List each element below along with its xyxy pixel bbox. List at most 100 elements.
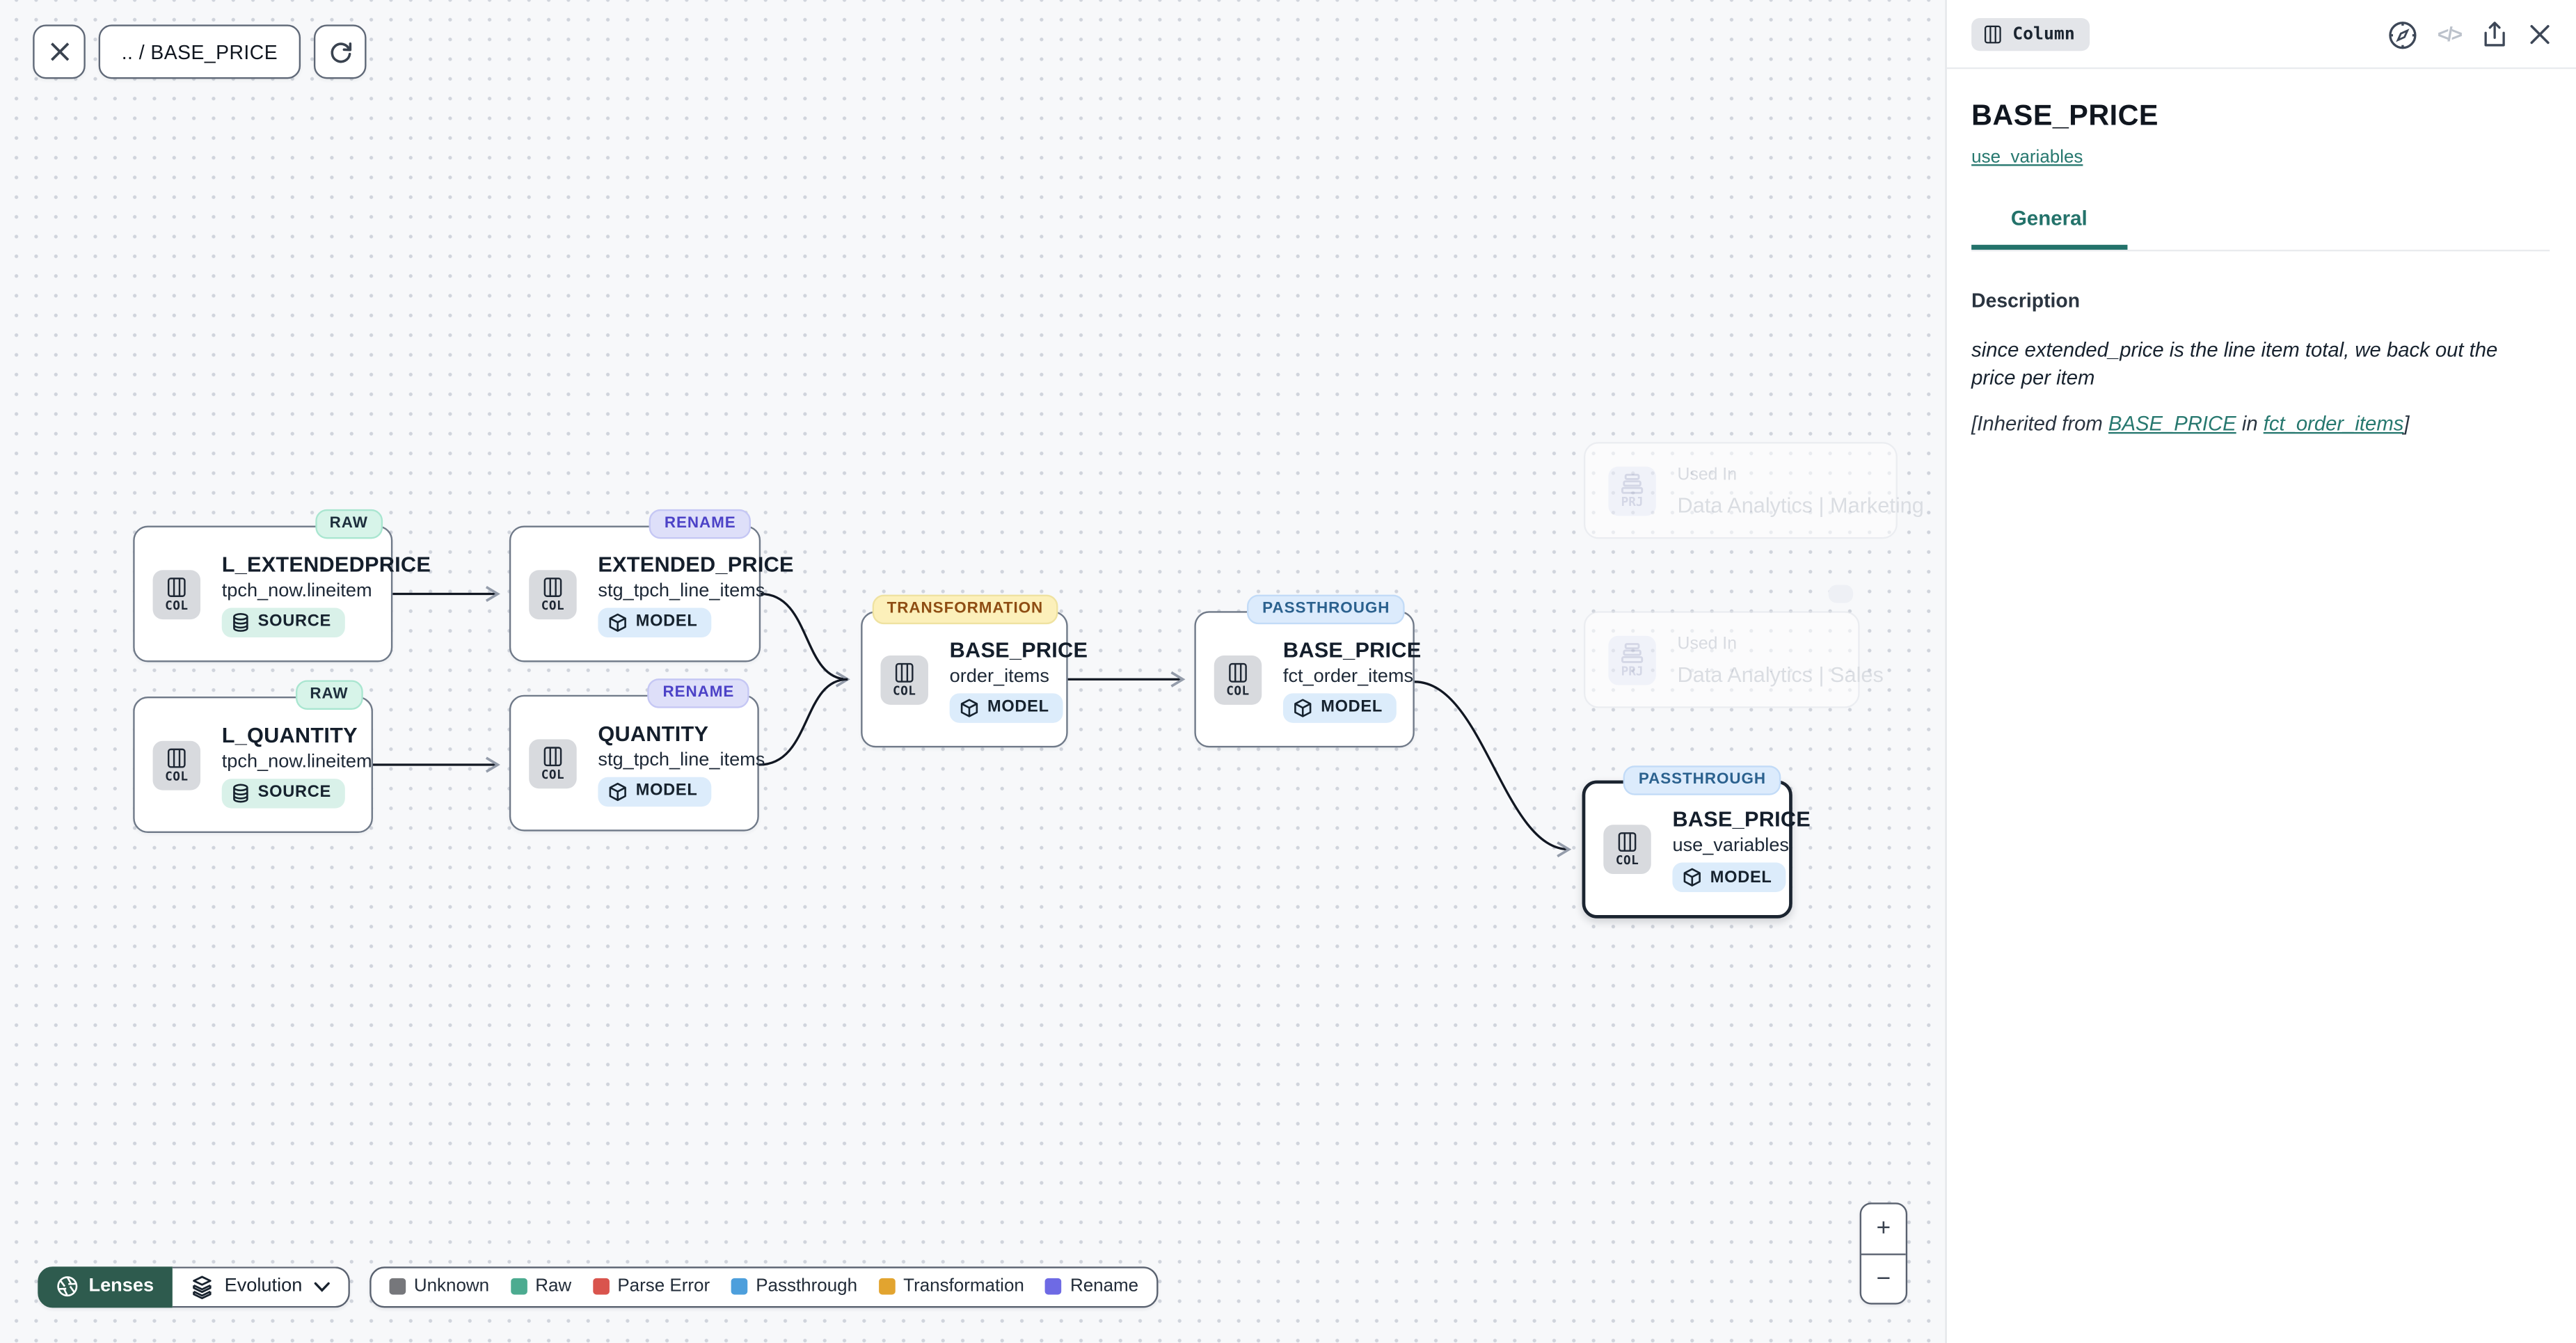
kind-label: MODEL	[1321, 698, 1383, 717]
description-label: Description	[1971, 289, 2081, 312]
node-l-extendedprice[interactable]: RAW COL L_EXTENDEDPRICE tpch_now.lineite…	[133, 509, 431, 662]
model-link[interactable]: use_variables	[1971, 148, 2083, 168]
legend-swatch	[731, 1278, 748, 1295]
description-text: since extended_price is the line item to…	[1971, 338, 2498, 390]
refresh-button[interactable]	[314, 24, 367, 79]
column-type-icon: COL	[152, 569, 201, 619]
lens-tag: RENAME	[649, 509, 751, 539]
kind-badge: MODEL	[598, 776, 711, 806]
lens-dropdown[interactable]: Evolution	[172, 1266, 350, 1308]
legend-item: Raw	[510, 1276, 572, 1296]
legend-label: Passthrough	[756, 1276, 858, 1296]
column-badge-label: COL	[1226, 682, 1250, 698]
column-badge-label: COL	[165, 768, 189, 784]
code-icon: </>	[2437, 23, 2463, 47]
node-base-price-use-variables[interactable]: PASSTHROUGH COL BASE_PRICE use_variables…	[1582, 765, 1811, 919]
legend-swatch	[1045, 1278, 1063, 1295]
node-l-quantity[interactable]: RAW COL L_QUANTITY tpch_now.lineitem SOU…	[133, 680, 373, 834]
legend-item: Rename	[1045, 1276, 1139, 1296]
used-in-label: Used In	[1677, 463, 1737, 484]
node-title: BASE_PRICE	[1282, 636, 1422, 662]
share-icon	[2484, 22, 2505, 47]
lens-tag: PASSTHROUGH	[1247, 594, 1405, 625]
kind-badge: MODEL	[598, 607, 711, 637]
kind-label: MODEL	[635, 781, 698, 800]
project-badge-label: PRJ	[1621, 662, 1644, 678]
lens-tag: RENAME	[648, 678, 749, 708]
legend-swatch	[592, 1278, 610, 1295]
lens-controls: Lenses Evolution Unknown Raw Parse Error…	[38, 1266, 1159, 1308]
lens-tag: PASSTHROUGH	[1623, 765, 1781, 795]
legend-label: Rename	[1070, 1276, 1139, 1296]
close-icon	[2530, 25, 2550, 45]
column-type-icon: COL	[1214, 654, 1262, 704]
project-icon: PRJ	[1608, 466, 1656, 516]
zoom-out-button[interactable]: −	[1861, 1253, 1906, 1302]
kind-badge: MODEL	[949, 692, 1063, 722]
share-button[interactable]	[2481, 19, 2509, 49]
zoom-in-button[interactable]: +	[1876, 1214, 1891, 1242]
lens-selected-label: Evolution	[224, 1276, 303, 1296]
node-subtitle: use_variables	[1672, 836, 1790, 857]
node-title: EXTENDED_PRICE	[598, 551, 794, 576]
used-in-label: Used In	[1677, 633, 1737, 653]
kind-badge: MODEL	[1672, 862, 1786, 893]
node-extended-price[interactable]: RENAME COL EXTENDED_PRICE stg_tpch_line_…	[509, 509, 793, 662]
node-subtitle: fct_order_items	[1282, 666, 1414, 686]
lenses-button[interactable]: Lenses	[38, 1266, 173, 1308]
lineage-edges	[372, 586, 1572, 858]
legend-swatch	[389, 1278, 406, 1295]
legend-item: Unknown	[389, 1276, 489, 1296]
lens-tag: TRANSFORMATION	[872, 594, 1058, 625]
details-panel: Column </> BASE_PRICE use_variables Gene	[1945, 0, 2576, 1343]
legend-label: Raw	[535, 1276, 572, 1296]
close-lineage-button[interactable]	[33, 24, 86, 79]
node-subtitle: tpch_now.lineitem	[221, 580, 372, 601]
node-base-price-order-items[interactable]: TRANSFORMATION COL BASE_PRICE order_item…	[861, 594, 1088, 748]
column-type-icon: COL	[529, 738, 577, 788]
lenses-label: Lenses	[88, 1276, 154, 1296]
explore-lineage-button[interactable]	[2387, 19, 2418, 50]
inherited-column-link[interactable]: BASE_PRICE	[2108, 413, 2236, 436]
node-base-price-fct-order-items[interactable]: PASSTHROUGH COL BASE_PRICE fct_order_ite…	[1194, 594, 1421, 748]
close-panel-button[interactable]	[2529, 23, 2552, 46]
used-in-node-sales[interactable]: PRJ Used In Data Analytics | Sales	[1583, 611, 1884, 708]
kind-badge: SOURCE	[221, 777, 344, 808]
columns-icon	[1985, 25, 2001, 44]
legend-label: Transformation	[903, 1276, 1024, 1296]
edge	[1414, 681, 1572, 858]
model-cube-icon	[1294, 698, 1312, 717]
breadcrumb[interactable]: .. / BASE_PRICE	[98, 24, 301, 79]
panel-title: BASE_PRICE	[1971, 98, 2158, 132]
legend-item: Passthrough	[731, 1276, 857, 1296]
legend-item: Transformation	[878, 1276, 1024, 1296]
column-badge-label: COL	[1615, 852, 1639, 868]
column-badge-label: COL	[165, 597, 189, 612]
column-badge-label: COL	[893, 682, 916, 698]
node-subtitle: order_items	[949, 666, 1049, 686]
zoom-control: + −	[1859, 1202, 1908, 1304]
kind-badge: MODEL	[1282, 692, 1396, 722]
node-quantity[interactable]: RENAME COL QUANTITY stg_tpch_line_items …	[509, 678, 765, 832]
tab-general[interactable]: General	[1971, 207, 2127, 250]
node-subtitle: stg_tpch_line_items	[598, 580, 765, 601]
chevron-down-icon	[314, 1281, 330, 1292]
node-title: L_EXTENDEDPRICE	[221, 551, 431, 576]
project-icon: PRJ	[1608, 635, 1656, 685]
edge	[758, 678, 848, 766]
inherited-model-link[interactable]: fct_order_items	[2263, 413, 2404, 436]
used-in-node-marketing[interactable]: PRJ Used In Data Analytics | Marketing	[1583, 442, 1924, 539]
column-badge-label: COL	[541, 597, 565, 612]
lens-tag: RAW	[315, 509, 383, 539]
column-type-icon: COL	[1603, 825, 1651, 875]
project-badge-label: PRJ	[1621, 493, 1644, 509]
legend-item: Parse Error	[592, 1276, 710, 1296]
lineage-canvas[interactable]: .. / BASE_PRICE	[0, 0, 1946, 1343]
used-in-project: Data Analytics | Marketing	[1677, 492, 1924, 517]
model-cube-icon	[960, 698, 978, 717]
layers-icon	[192, 1275, 211, 1298]
legend-label: Unknown	[413, 1276, 490, 1296]
panel-divider	[1946, 67, 2576, 70]
kind-badge: SOURCE	[221, 607, 344, 637]
